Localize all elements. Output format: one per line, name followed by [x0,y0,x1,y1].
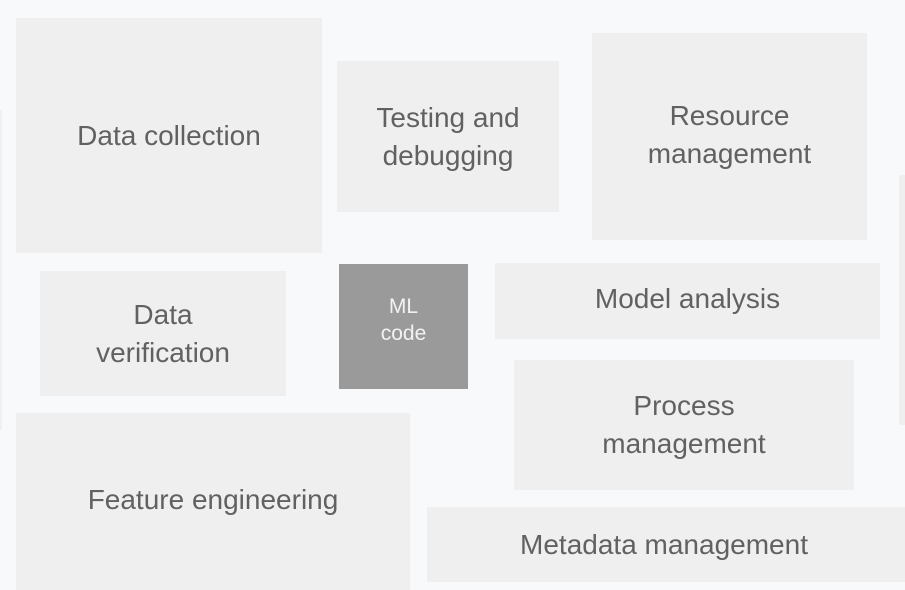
box-label: Feature engineering [87,483,339,515]
box-label: ML code [380,294,427,345]
box-label: Data collection [77,119,261,151]
box-data-verification: Data verification [40,271,286,396]
box-label: Metadata management [520,528,808,560]
box-feature-engineering: Feature engineering [16,413,410,590]
box-testing-debugging: Testing and debugging [337,61,559,212]
box-metadata-management: Metadata management [427,507,905,582]
box-label: Resource management [647,100,812,169]
box-label: Model analysis [594,283,781,314]
box-ml-code: ML code [339,264,468,389]
box-data-collection: Data collection [16,18,322,253]
box-label: Testing and debugging [376,101,520,171]
box-process-management: Process management [514,360,854,490]
box-label: Data verification [96,298,230,368]
box-label: Process management [602,390,766,459]
box-model-analysis: Model analysis [495,263,880,339]
edge-box-left [0,110,2,430]
edge-box-right [899,175,905,425]
box-resource-management: Resource management [592,33,867,240]
